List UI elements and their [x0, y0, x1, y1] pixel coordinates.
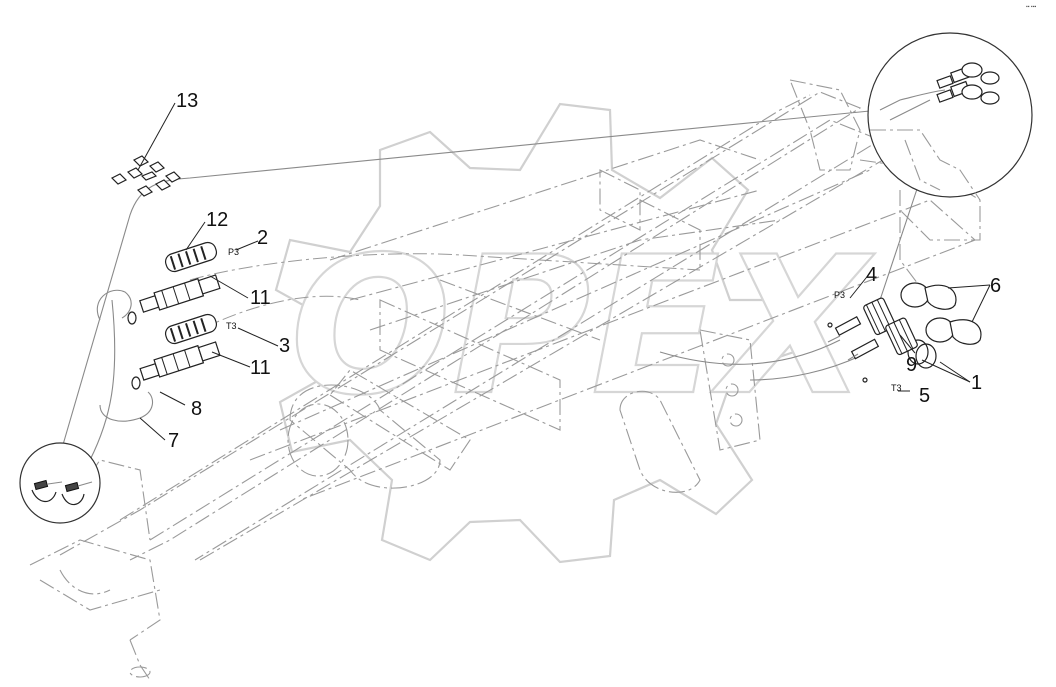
callout-1: 1 — [971, 372, 982, 394]
port-label-t3-right: T3 — [891, 383, 902, 393]
callout-13: 13 — [176, 90, 198, 112]
callout-11b: 11 — [250, 357, 271, 379]
watermark-gear-emblem — [274, 102, 802, 564]
callout-3: 3 — [279, 335, 290, 357]
hose-clip-icon — [110, 155, 182, 197]
callout-2: 2 — [257, 227, 268, 249]
detail-circle-front-couplers — [19, 442, 101, 524]
callout-5: 5 — [919, 385, 930, 407]
dust-cap-icon — [900, 282, 982, 345]
callout-9: 9 — [906, 354, 917, 376]
port-label-t3-left: T3 — [226, 321, 237, 331]
corner-mark: ▪▪ ▪▪▪ — [1026, 4, 1036, 10]
detail-circle-rear-couplers — [867, 32, 1033, 201]
dust-cap-icon — [961, 62, 1000, 105]
port-label-p3-left: P3 — [228, 247, 239, 257]
callout-11a: 11 — [250, 287, 271, 309]
left-coupler-assembly — [97, 241, 221, 422]
callout-6: 6 — [990, 275, 1001, 297]
watermark-text: OPEX — [290, 216, 876, 437]
callout-7: 7 — [168, 430, 179, 452]
callout-4: 4 — [866, 264, 877, 286]
callout-8: 8 — [191, 398, 202, 420]
leader-lines — [137, 102, 991, 441]
hose-routing — [59, 109, 921, 461]
callout-12: 12 — [206, 209, 228, 231]
right-coupler-assembly — [827, 282, 982, 383]
port-label-p3-right: P3 — [834, 290, 845, 300]
